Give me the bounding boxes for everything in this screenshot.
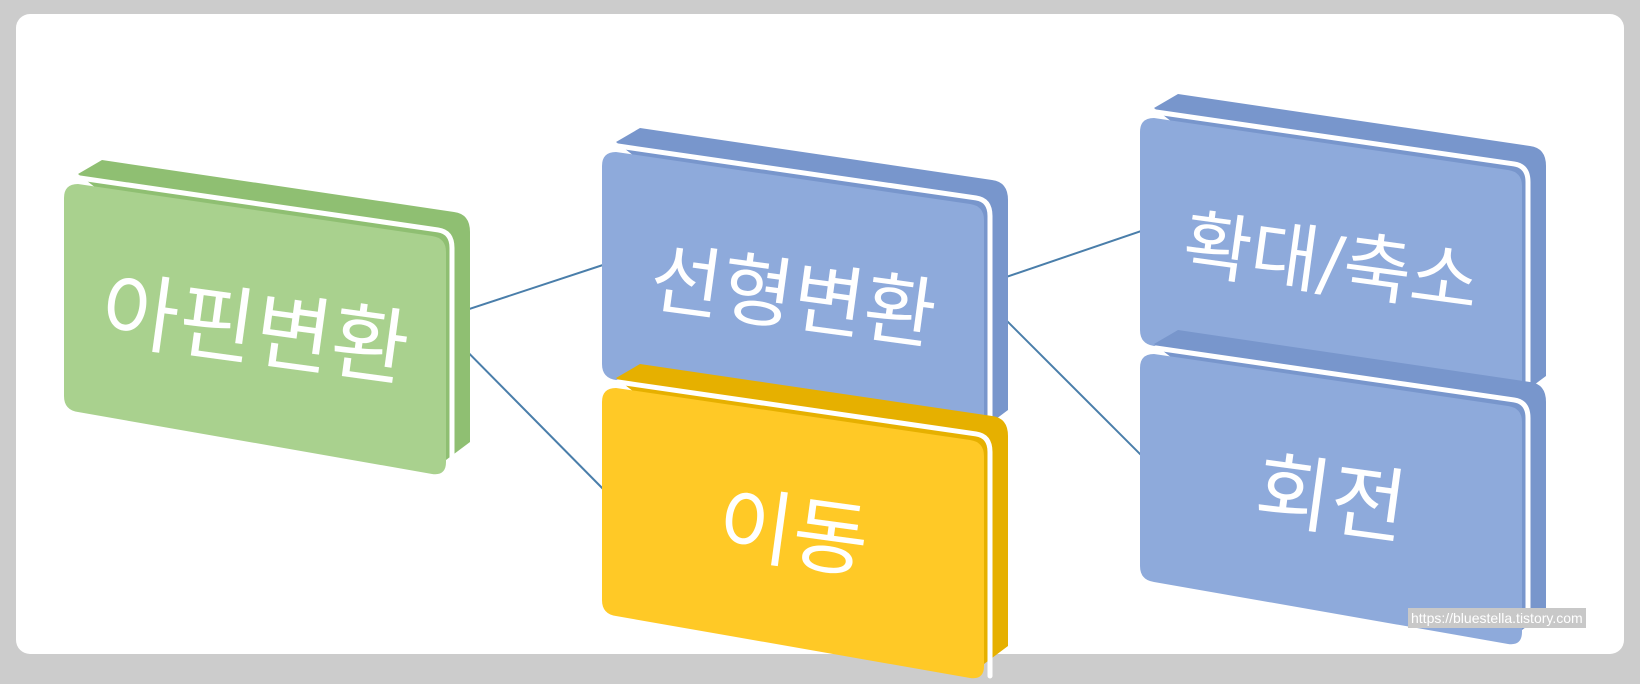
node-face xyxy=(1140,354,1522,645)
node-scaling: 확대/축소 xyxy=(1140,94,1546,409)
node-highlight xyxy=(1153,109,1531,409)
node-face xyxy=(602,152,984,443)
node-highlight xyxy=(615,143,993,443)
node-face xyxy=(602,388,984,679)
node-linear: 선형변환 xyxy=(602,128,1008,443)
node-face xyxy=(1140,118,1522,409)
node-translation: 이동 xyxy=(602,364,1008,679)
node-highlight xyxy=(77,175,455,475)
node-highlight xyxy=(615,379,993,679)
node-highlight xyxy=(1153,345,1531,645)
watermark: https://bluestella.tistory.com xyxy=(1408,608,1586,628)
node-affine: 아핀변환 xyxy=(64,160,470,475)
node-rotation: 회전 xyxy=(1140,330,1546,645)
node-label-rotation: 회전 xyxy=(1250,443,1412,557)
node-label-translation: 이동 xyxy=(712,477,874,591)
node-face xyxy=(64,184,446,475)
